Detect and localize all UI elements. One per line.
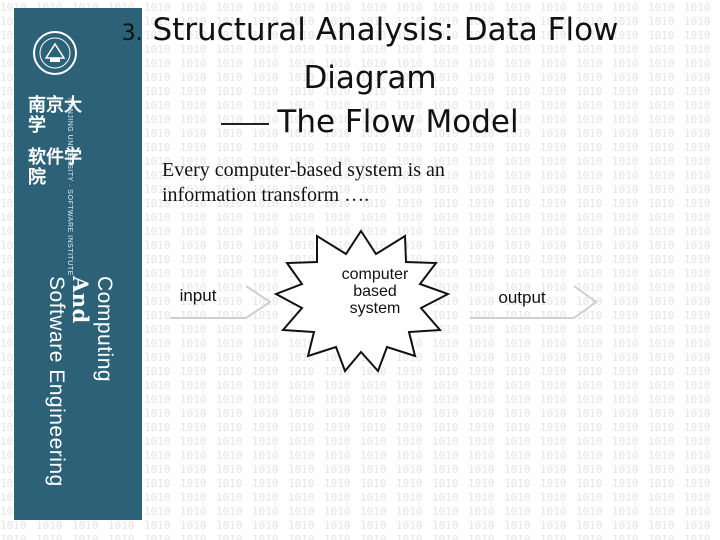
system-label: computer based system — [316, 266, 434, 317]
sidebar-tagline: Computing And Software Engineering — [44, 276, 116, 487]
brand-name: 南京大学 软件学院 — [28, 96, 82, 188]
output-label: output — [498, 288, 546, 307]
output-arrow — [470, 285, 598, 319]
system-label-line-2: based — [353, 283, 397, 300]
input-arrow — [170, 285, 272, 319]
institute-english-name: NANJING UNIVERSITY · SOFTWARE INSTITUTE — [66, 98, 73, 276]
body-line-1: Every computer-based system is an — [162, 159, 445, 181]
system-label-line-3: system — [349, 300, 401, 317]
tagline-line-2: And — [68, 276, 93, 324]
system-starburst — [273, 229, 451, 373]
input-label: input — [179, 286, 217, 305]
brand-line-2: 软件学院 — [28, 147, 82, 188]
title-number: 3. — [121, 21, 143, 46]
sidebar-banner: 南京大学 软件学院 NANJING UNIVERSITY · SOFTWARE … — [14, 8, 142, 520]
title-line-3: The Flow Model — [277, 104, 519, 140]
slide-title: 3. Structural Analysis: Data Flow Diagra… — [110, 8, 630, 144]
slide-body-text: Every computer-based system is an inform… — [162, 158, 602, 208]
title-line-2: Diagram — [303, 60, 437, 96]
title-line-1: Structural Analysis: Data Flow — [152, 12, 619, 48]
tagline-line-1: Computing — [93, 276, 116, 383]
brand-line-1: 南京大学 — [28, 95, 82, 136]
system-label-line-1: computer — [341, 266, 409, 283]
body-line-2: information transform …. — [162, 184, 370, 206]
tagline-line-3: Software Engineering — [45, 276, 68, 487]
title-dash — [221, 122, 270, 125]
university-seal-icon — [33, 31, 77, 75]
